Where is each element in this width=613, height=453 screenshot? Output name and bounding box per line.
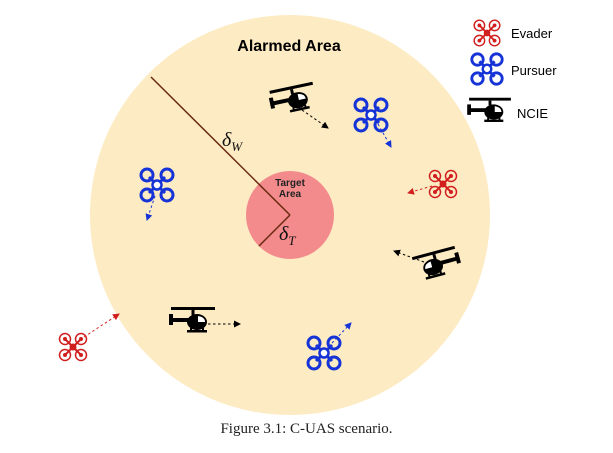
legend-label: Evader [511, 26, 553, 41]
figure-caption: Figure 3.1: C-UAS scenario. [220, 421, 393, 437]
alarmed-area-label: Alarmed Area [237, 38, 341, 55]
helicopter-motion-arrow [301, 109, 329, 129]
pursuer-motion-arrow [145, 195, 156, 221]
pursuer-drone-icon [470, 52, 504, 86]
target-radius-line [258, 214, 291, 247]
warning-radius-line [150, 76, 291, 216]
legend-item-ncie: NCIE [467, 97, 548, 122]
evader-drone-icon [58, 332, 88, 362]
pursuer-motion-arrow [377, 123, 392, 148]
legend: Evader Pursuer NCIE [467, 19, 557, 122]
delta-t-label: δT [279, 223, 296, 248]
legend-item-evader: Evader [473, 19, 553, 47]
delta-w-label: δW [222, 129, 243, 154]
helicopter-motion-arrow [393, 249, 425, 263]
helicopter-icon [467, 97, 511, 122]
legend-label: NCIE [517, 106, 548, 121]
evader-motion-arrow [83, 313, 120, 338]
target-area-label-line2: Area [279, 189, 302, 200]
evader-drone-icon [473, 19, 501, 47]
evader-motion-arrow [407, 185, 433, 195]
target-area-label-line1: Target [275, 178, 305, 189]
legend-label: Pursuer [511, 63, 557, 78]
legend-item-pursuer: Pursuer [470, 52, 557, 86]
